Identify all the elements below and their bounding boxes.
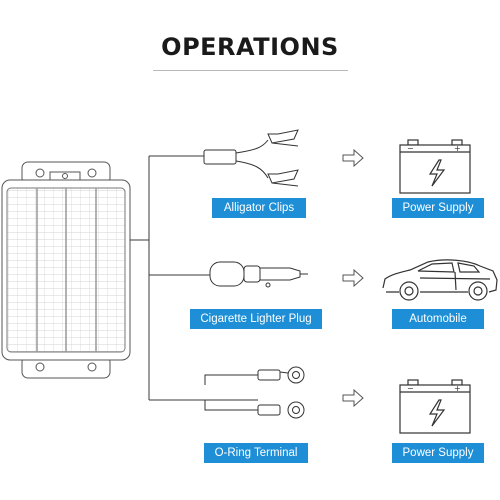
label-o-ring-terminal: O-Ring Terminal	[204, 443, 308, 463]
page-title: OPERATIONS	[161, 33, 339, 61]
svg-text:−: −	[407, 144, 414, 153]
label-power-supply: Power Supply	[392, 443, 484, 463]
label-cigarette-lighter-plug: Cigarette Lighter Plug	[190, 309, 322, 329]
label-power-supply: Power Supply	[392, 198, 484, 218]
wiring-lines	[130, 155, 210, 401]
arrow-icon	[342, 148, 364, 168]
car-icon	[382, 259, 498, 301]
battery-icon: − +	[399, 379, 471, 434]
svg-text:+: +	[454, 144, 461, 153]
arrow-icon	[342, 388, 364, 408]
svg-text:−: −	[407, 384, 414, 393]
battery-icon: − +	[399, 139, 471, 194]
alligator-clips-icon	[203, 129, 299, 187]
title-divider	[153, 70, 348, 71]
o-ring-terminal-icon	[204, 366, 305, 419]
svg-text:+: +	[454, 384, 461, 393]
solar-panel-icon	[1, 161, 131, 379]
arrow-icon	[342, 268, 364, 288]
cigarette-lighter-plug-icon	[209, 261, 308, 288]
label-alligator-clips: Alligator Clips	[212, 198, 306, 218]
label-automobile: Automobile	[392, 309, 484, 329]
